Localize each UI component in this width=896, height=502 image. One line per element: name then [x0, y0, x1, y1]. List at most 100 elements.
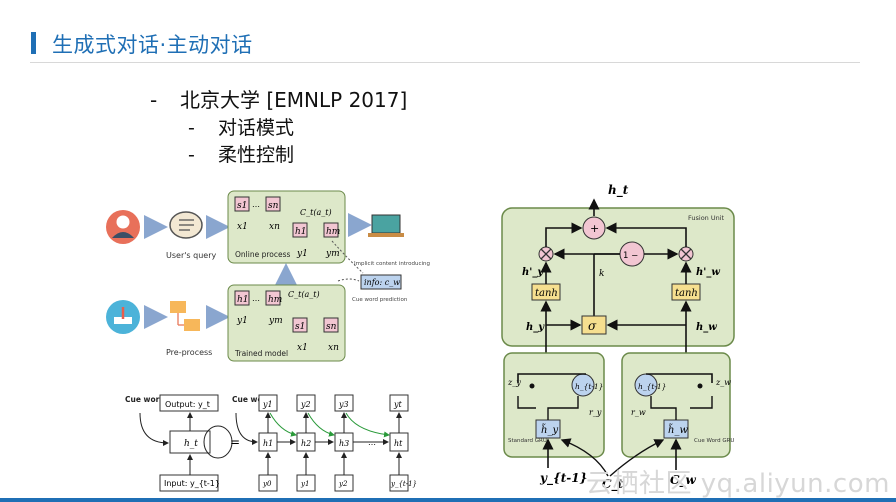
y-bottom-label: y0 [262, 480, 272, 488]
label-y1: y1 [296, 249, 308, 259]
label-k: k [599, 269, 604, 279]
label-xn: xn [328, 343, 339, 353]
label-x1: x1 [297, 343, 308, 353]
label-tanh-y: tanh [535, 288, 558, 299]
header-divider [30, 62, 860, 63]
label-cue-word-gru: Cue Word GRU [694, 438, 734, 444]
y-bottom-label: y_{t-1} [390, 480, 417, 488]
label-ym: ym [325, 249, 340, 259]
label-x1: x1 [237, 222, 248, 232]
plus-node [582, 216, 606, 240]
laptop-icon [371, 214, 401, 234]
label-fusion-unit: Fusion Unit [688, 214, 725, 222]
node-h1: h1 [295, 227, 307, 237]
label-ym: ym [268, 316, 283, 326]
label-pre-process: Pre-process [166, 348, 212, 357]
label-hy-prime: h'_y [522, 267, 544, 278]
label-ht-output: h_t [608, 183, 629, 198]
y-top-box [389, 394, 409, 412]
bullet-text: 对话模式 [218, 117, 295, 139]
watermark-text: 云栖社区 yq.aliyun.com [586, 469, 890, 499]
label-equals: = [230, 435, 240, 449]
node-hm: hm [326, 227, 340, 237]
node-hm: hm [268, 295, 282, 305]
y-top-label: y1 [262, 400, 273, 409]
bullet-dash: - [188, 117, 195, 139]
node-s1: s1 [295, 322, 305, 332]
label-ht: h_t [184, 439, 198, 449]
label-zw: z_w [715, 378, 731, 387]
svg-text:…: … [368, 438, 376, 447]
label-tanh-w: tanh [675, 288, 698, 299]
input-box [159, 474, 219, 492]
y-bottom-label: y2 [338, 480, 348, 488]
output-box [159, 394, 219, 412]
label-hw-tilde: h̃_w [668, 424, 688, 436]
y-bottom-label: y1 [300, 480, 309, 488]
svg-text:…: … [252, 294, 260, 303]
h-mid-label: h3 [339, 439, 349, 448]
label-plus: + [590, 222, 599, 235]
label-hy: h_y [526, 322, 545, 333]
label-cw: C_w [670, 473, 697, 488]
label-zy: z_y [507, 378, 521, 387]
label-cue-word-prediction: Cue word prediction [352, 297, 408, 303]
rnn-unrolled-diagram: Cue word Output: y_t h_t Input: y_{t-1} … [125, 394, 417, 492]
bullet-dash: - [150, 88, 158, 112]
info-cw-box [360, 274, 402, 290]
bullet-text: 柔性控制 [218, 144, 295, 166]
unrolled-steps: y1 h1 y0 y2 h2 y1 y3 h3 y2 yt ht y_{t-1} … [235, 394, 417, 492]
bottom-stripe [0, 498, 896, 502]
label-ry: r_y [589, 408, 602, 417]
label-ct: C_t(a_t) [300, 208, 332, 217]
folder-icon [170, 301, 186, 313]
label-sigma: σ [588, 319, 597, 333]
sigma-box [581, 315, 607, 335]
label-output: Output: y_t [165, 400, 210, 409]
y-top-label: y3 [338, 400, 349, 409]
bullet-list: -北京大学 [EMNLP 2017] -对话模式 -柔性控制 [150, 86, 407, 169]
label-trained-model: Trained model [234, 349, 288, 358]
label-cue-word: Cue word [232, 395, 272, 404]
label-info-cw: info: c_w [364, 278, 400, 287]
bullet-item-dialogue-mode: - 对话模式 [150, 115, 407, 142]
bullet-item-soft-control: - 柔性控制 [150, 142, 407, 169]
pipeline-diagram: User's query s1 … sn x1 xn C_t(a_t) h1 h… [106, 190, 430, 362]
label-implicit-content: Implicit content introducing [354, 261, 430, 267]
label-ct: C_t(a_t) [288, 290, 320, 299]
trained-model-panel [227, 284, 346, 362]
label-input: Input: y_{t-1} [164, 479, 220, 488]
label-ct: C_t [602, 477, 624, 492]
y-top-box [258, 394, 278, 412]
page-title: 生成式对话·主动对话 [52, 33, 253, 57]
fusion-unit-panel [501, 207, 735, 347]
fusion-unit-diagram: h_t Fusion Unit + 1 − k h'_y h'_w tanh t… [501, 183, 735, 492]
node-h1: h1 [237, 295, 249, 305]
label-ht1-y: h_{t-1} [575, 382, 603, 391]
y-top-label: y2 [300, 400, 311, 409]
bullet-dash: - [188, 144, 195, 166]
svg-text:…: … [252, 200, 260, 209]
label-y1: y1 [236, 316, 248, 326]
label-hw: h_w [696, 322, 717, 333]
y-top-box [296, 394, 316, 412]
node-sn: sn [326, 322, 337, 332]
label-ht1-w: h_{t-1} [638, 382, 666, 391]
label-rw: r_w [631, 408, 646, 417]
title-accent-bar [31, 32, 36, 54]
bullet-item-pku: -北京大学 [EMNLP 2017] [150, 86, 407, 115]
node-s1: s1 [237, 201, 247, 211]
label-standard-gru: Standard GRU [508, 438, 547, 444]
node-sn: sn [268, 201, 279, 211]
label-hy-tilde: h̃_y [541, 424, 558, 436]
label-cue-word: Cue word [125, 395, 165, 404]
h-mid-label: h2 [301, 439, 311, 448]
y-top-box [334, 394, 354, 412]
y-top-label: yt [393, 400, 403, 409]
label-users-query: User's query [166, 251, 217, 260]
label-yt1: y_{t-1} [539, 471, 587, 486]
bullet-text: 北京大学 [EMNLP 2017] [180, 88, 408, 112]
label-xn: xn [269, 222, 280, 232]
h-mid-label: ht [394, 439, 403, 448]
h-mid-label: h1 [263, 439, 273, 448]
